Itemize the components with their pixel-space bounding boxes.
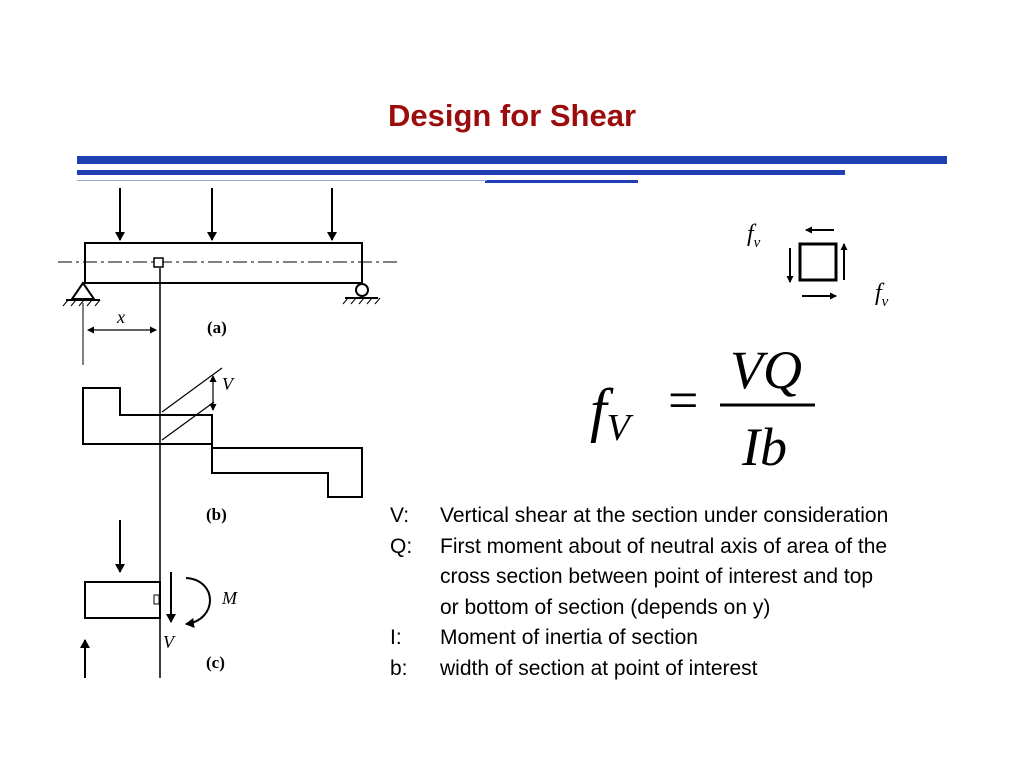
formula-numerator: VQ bbox=[730, 340, 802, 400]
beam-diagram: x (a) bbox=[58, 188, 398, 365]
label-b: (b) bbox=[206, 505, 227, 524]
element-stress-top: fv bbox=[747, 221, 761, 251]
element-stress-side: fv bbox=[875, 280, 889, 310]
x-label: x bbox=[116, 307, 125, 327]
definition-i: I: Moment of inertia of section bbox=[390, 623, 1010, 654]
label-c: (c) bbox=[206, 653, 225, 672]
moment-label: M bbox=[221, 588, 238, 608]
formula-denominator: Ib bbox=[741, 417, 787, 477]
formula-equals: = bbox=[668, 370, 698, 430]
definition-q: Q: First moment about of neutral axis of… bbox=[390, 532, 1010, 624]
roller-support bbox=[355, 283, 369, 297]
header-rule-thick bbox=[77, 156, 947, 164]
definition-symbol: I: bbox=[390, 626, 402, 649]
header-rule-thin bbox=[485, 180, 638, 183]
free-body-diagram: M V (c) bbox=[80, 520, 238, 678]
beam bbox=[84, 242, 363, 284]
shear-label-c: V bbox=[163, 632, 176, 652]
moment-arrow bbox=[185, 577, 211, 628]
definition-v: V: Vertical shear at the section under c… bbox=[390, 501, 1010, 532]
header-rule-faint bbox=[77, 180, 487, 181]
definitions-list: V: Vertical shear at the section under c… bbox=[390, 501, 1010, 684]
definition-symbol: Q: bbox=[390, 534, 413, 558]
definition-text: Vertical shear at the section under cons… bbox=[440, 504, 889, 527]
definition-symbol: b: bbox=[390, 656, 408, 680]
shear-label: V bbox=[222, 374, 235, 394]
label-a: (a) bbox=[207, 318, 227, 337]
definition-text: Moment of inertia of section bbox=[440, 626, 698, 649]
shear-formula: fV = VQ Ib bbox=[590, 340, 815, 477]
header-rule-medium bbox=[77, 170, 845, 175]
stress-element: fv fv bbox=[747, 221, 889, 310]
formula-lhs: fV bbox=[590, 377, 634, 449]
shear-diagram: V (b) bbox=[82, 367, 363, 524]
definition-symbol: V: bbox=[390, 504, 410, 527]
slide-title: Design for Shear bbox=[387, 98, 637, 133]
element-marker bbox=[153, 257, 164, 268]
definition-b: b: width of section at point of interest bbox=[390, 654, 1010, 685]
definition-text: First moment about of neutral axis of ar… bbox=[440, 534, 888, 619]
pin-support bbox=[70, 281, 96, 300]
definition-text: width of section at point of interest bbox=[440, 656, 758, 680]
